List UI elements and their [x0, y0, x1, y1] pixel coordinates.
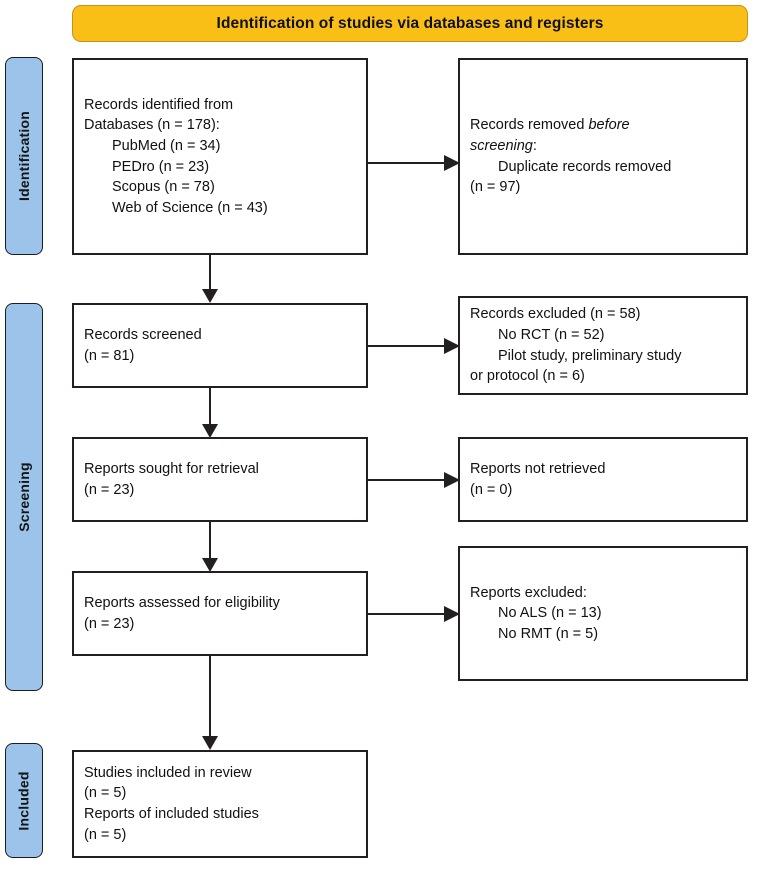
box-reports-assessed-text: Reports assessed for eligibility (n = 23… — [74, 593, 366, 634]
box-studies-included: Studies included in review (n = 5) Repor… — [72, 750, 368, 858]
records-removed-detail-count: (n = 97) — [470, 179, 521, 196]
box-reports-excluded: Reports excluded: No ALS (n = 13) No RMT… — [458, 546, 748, 681]
records-screened-line2: (n = 81) — [84, 347, 135, 364]
arrow-assessed-to-included — [198, 654, 222, 754]
box-reports-sought-for-retrieval: Reports sought for retrieval (n = 23) — [72, 437, 368, 522]
phase-label-screening: Screening — [16, 462, 32, 532]
studies-included-line4: (n = 5) — [84, 826, 127, 843]
studies-included-line3: Reports of included studies — [84, 806, 259, 822]
reports-assessed-line2: (n = 23) — [84, 615, 135, 632]
records-identified-source-1: PEDro (n = 23) — [112, 158, 210, 175]
studies-included-line1: Studies included in review — [84, 764, 252, 781]
phase-tab-included: Included — [5, 743, 43, 858]
box-records-excluded: Records excluded (n = 58) No RCT (n = 52… — [458, 296, 748, 395]
records-excluded-line1: Records excluded (n = 58) — [470, 306, 641, 323]
phase-tab-screening: Screening — [5, 303, 43, 691]
reports-not-retrieved-line2: (n = 0) — [470, 481, 513, 498]
box-records-screened: Records screened (n = 81) — [72, 303, 368, 388]
box-reports-not-retrieved: Reports not retrieved (n = 0) — [458, 437, 748, 522]
records-identified-line2: Databases (n = 178): — [84, 117, 220, 134]
reports-excluded-reason-1: No RMT (n = 5) — [498, 625, 599, 642]
arrow-identified-to-removed — [366, 151, 462, 175]
arrow-assessed-to-reports-excluded — [366, 602, 462, 626]
records-identified-line1: Records identified from — [84, 96, 234, 113]
header-banner: Identification of studies via databases … — [72, 5, 748, 42]
reports-sought-line2: (n = 23) — [84, 481, 135, 498]
reports-sought-line1: Reports sought for retrieval — [84, 460, 259, 477]
box-records-identified-text: Records identified from Databases (n = 1… — [74, 95, 366, 218]
box-records-identified: Records identified from Databases (n = 1… — [72, 58, 368, 255]
studies-included-line2: (n = 5) — [84, 785, 127, 802]
records-excluded-reason-1: Pilot study, preliminary study — [498, 347, 682, 364]
records-identified-source-2: Scopus (n = 78) — [112, 179, 215, 196]
records-removed-detail: Duplicate records removed — [498, 158, 672, 175]
box-reports-not-retrieved-text: Reports not retrieved (n = 0) — [460, 459, 746, 500]
reports-not-retrieved-line1: Reports not retrieved — [470, 460, 606, 477]
records-removed-line2-suffix: : — [532, 137, 537, 154]
arrow-screened-to-excluded — [366, 334, 462, 358]
reports-excluded-line1: Reports excluded: — [470, 584, 587, 601]
arrow-identified-to-screened — [198, 253, 222, 305]
records-identified-source-0: PubMed (n = 34) — [112, 137, 221, 154]
records-removed-line2-italic: screening — [470, 137, 533, 154]
records-removed-line1-prefix: Records removed — [470, 117, 589, 134]
arrow-screened-to-sought — [198, 386, 222, 440]
phase-label-included: Included — [16, 770, 33, 831]
arrow-sought-to-assessed — [198, 520, 222, 574]
box-records-excluded-text: Records excluded (n = 58) No RCT (n = 52… — [460, 304, 746, 386]
box-reports-excluded-text: Reports excluded: No ALS (n = 13) No RMT… — [460, 583, 746, 645]
box-reports-assessed-for-eligibility: Reports assessed for eligibility (n = 23… — [72, 571, 368, 656]
box-records-removed: Records removed before screening: Duplic… — [458, 58, 748, 255]
arrow-sought-to-not-retrieved — [366, 468, 462, 492]
box-studies-included-text: Studies included in review (n = 5) Repor… — [74, 763, 366, 845]
records-removed-line1-italic: before — [588, 117, 630, 134]
reports-assessed-line1: Reports assessed for eligibility — [84, 594, 280, 611]
phase-label-identification: Identification — [16, 111, 33, 201]
records-screened-line1: Records screened — [84, 326, 202, 343]
records-excluded-reason-0: No RCT (n = 52) — [498, 326, 605, 343]
box-reports-sought-text: Reports sought for retrieval (n = 23) — [74, 459, 366, 500]
records-identified-source-3: Web of Science (n = 43) — [112, 199, 268, 216]
box-records-removed-text: Records removed before screening: Duplic… — [460, 115, 746, 197]
reports-excluded-reason-0: No ALS (n = 13) — [498, 605, 602, 622]
phase-tab-identification: Identification — [5, 57, 43, 255]
box-records-screened-text: Records screened (n = 81) — [74, 325, 366, 366]
header-title: Identification of studies via databases … — [216, 14, 604, 32]
records-excluded-reason-2: or protocol (n = 6) — [470, 368, 585, 385]
